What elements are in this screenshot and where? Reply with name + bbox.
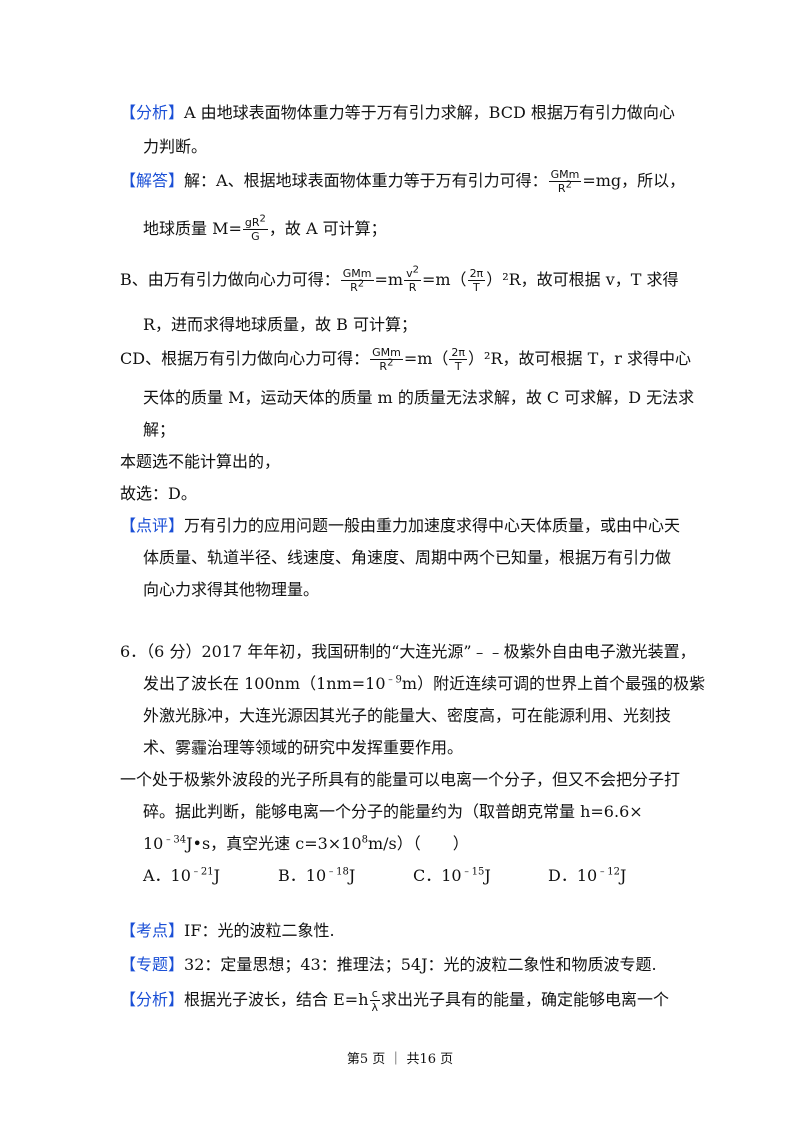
analysis2-text-b: 求出光子具有的能量，确定能够电离一个 [381, 990, 670, 1009]
frac-den: T [473, 281, 480, 294]
comment-line-3: 向心力求得其他物理量。 [143, 580, 320, 599]
kaodian-tag: 【考点】 [120, 921, 185, 940]
solution-text-1b: =mg，所以， [582, 171, 686, 190]
question6-options: A．10﹣21J B．10﹣18J C．10﹣15J D．10﹣12J [143, 866, 683, 886]
frac-num: gR2 [242, 213, 268, 230]
analysis-tag: 【分析】 [120, 103, 185, 122]
question6-line-7: 10﹣34J•s，真空光速 c=3×108m/s）（ ） [143, 834, 469, 853]
option-d[interactable]: D．10﹣12J [548, 866, 627, 885]
frac-den: R2 [350, 278, 365, 294]
cd-text-1a: CD、根据万有引力做向心力可得： [120, 349, 370, 368]
kaodian-text: IF：光的波粒二象性. [184, 921, 335, 940]
solution-text-2a: 地球质量 M= [143, 219, 242, 238]
solution-tag: 【解答】 [120, 171, 185, 190]
zhuanti-line: 【专题】32：定量思想；43：推理法；54J：光的波粒二象性和物质波专题. [120, 955, 657, 975]
analysis-text-1: A 由地球表面物体重力等于万有引力求解，BCD 根据万有引力做向心 [184, 103, 675, 122]
frac-den: G [251, 230, 260, 243]
analysis-line-1: 【分析】A 由地球表面物体重力等于万有引力求解，BCD 根据万有引力做向心 [120, 103, 675, 123]
frac-den: R [408, 281, 417, 294]
analysis-line-2: 力判断。 [143, 137, 208, 156]
comment-line-1: 【点评】万有引力的应用问题一般由重力加速度求得中心天体质量，或由中心天 [120, 516, 680, 536]
b-eq-2: =m（ [421, 270, 467, 289]
comment-text-1: 万有引力的应用问题一般由重力加速度求得中心天体质量，或由中心天 [184, 516, 681, 535]
frac-den: R2 [379, 357, 394, 373]
question6-line-5: 一个处于极紫外波段的光子所具有的能量可以电离一个分子，但又不会把分子打 [120, 770, 681, 789]
page-footer: 第5 页 ｜ 共16 页 [346, 1052, 454, 1067]
solution-text-2b: ，故 A 可计算； [268, 219, 387, 238]
option-c[interactable]: C．10﹣15J [413, 866, 491, 885]
analysis2-tag: 【分析】 [120, 990, 185, 1009]
frac-num: c [369, 987, 381, 1001]
b-text-1a: B、由万有引力做向心力可得： [120, 270, 340, 289]
conclusion-line-2: 故选：D。 [120, 484, 197, 503]
b-text-1b: ）²R，故可根据 v，T 求得 [486, 270, 679, 289]
cd-eq: =m（ [403, 349, 449, 368]
solution-text-1a: 解：A、根据地球表面物体重力等于万有引力可得： [184, 171, 548, 190]
solution-cd-line-3: 解； [143, 420, 176, 439]
b-eq-1: =m [374, 270, 404, 289]
question6-line-2: 发出了波长在 100nm（1nm=10﹣9m）附近连续可调的世界上首个最强的极紫 [143, 674, 706, 693]
question6-line-6: 碎。据此判断，能够电离一个分子的能量约为（取普朗克常量 h=6.6× [143, 802, 643, 821]
zhuanti-text: 32：定量思想；43：推理法；54J：光的波粒二象性和物质波专题. [184, 955, 657, 974]
analysis2-text-a: 根据光子波长，结合 E=h [184, 990, 369, 1009]
solution-b-line-2: R，进而求得地球质量，故 B 可计算； [143, 315, 417, 334]
conclusion-line-1: 本题选不能计算出的， [120, 452, 281, 471]
zhuanti-tag: 【专题】 [120, 955, 185, 974]
option-b[interactable]: B．10﹣18J [278, 866, 356, 885]
cd-text-1b: ）²R，故可根据 T，r 求得中心 [468, 349, 691, 368]
comment-tag: 【点评】 [120, 516, 185, 535]
frac-num: 2π [467, 267, 486, 281]
frac-den: R2 [557, 179, 572, 195]
frac-num: GMm [370, 346, 403, 360]
option-a[interactable]: A．10﹣21J [143, 866, 221, 885]
comment-line-2: 体质量、轨道半径、线速度、角速度、周期中两个已知量，根据万有引力做 [143, 548, 672, 567]
kaodian-line: 【考点】IF：光的波粒二象性. [120, 921, 335, 941]
frac-den: λ [371, 1001, 379, 1014]
question6-line-3: 外激光脉冲，大连光源因其光子的能量大、密度高，可在能源利用、光刻技 [143, 706, 672, 725]
frac-num: GMm [340, 267, 374, 281]
solution-cd-line-2: 天体的质量 M，运动天体的质量 m 的质量无法求解，故 C 可求解，D 无法求 [143, 388, 695, 407]
frac-num: v2 [404, 264, 421, 281]
frac-den: T [454, 360, 462, 373]
frac-num: 2π [449, 346, 468, 360]
question6-line-4: 术、雾霾治理等领域的研究中发挥重要作用。 [143, 738, 464, 757]
frac-num: GMm [548, 168, 582, 182]
question6-line-1: 6．（6 分）2017 年年初，我国研制的“大连光源”﹣﹣极紫外自由电子激光装置… [120, 642, 696, 661]
